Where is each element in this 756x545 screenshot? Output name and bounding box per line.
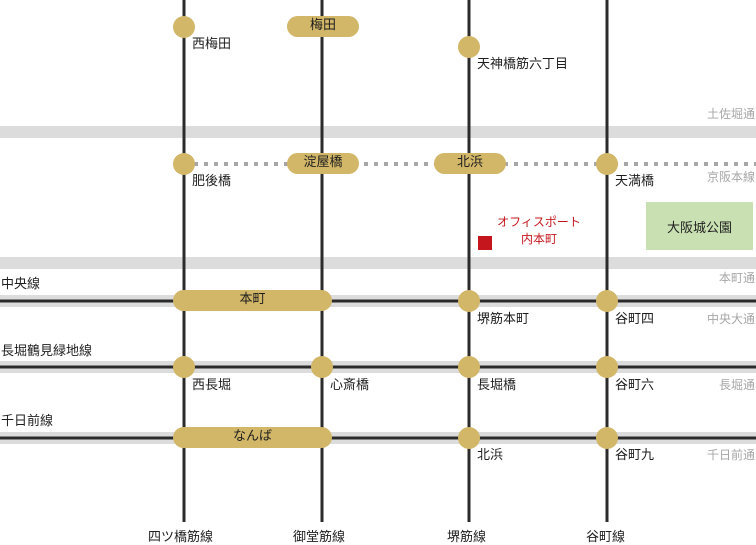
- nagahori-line: [0, 361, 756, 373]
- station-honmachi-label: 本町: [239, 292, 266, 307]
- sakaisuji-line-label: 堺筋線: [447, 530, 487, 545]
- station-tenmabashi-dot: [596, 153, 618, 175]
- station-kitahama-bottom-dot: [458, 427, 480, 449]
- tosabori-street-band: [0, 126, 756, 138]
- sennichimae-street-label: 千日前通: [706, 448, 755, 462]
- sennichimae-line-label: 千日前線: [1, 414, 54, 429]
- station-sakaisuji-honmachi-label: 堺筋本町: [477, 312, 530, 327]
- chuo-odori-street-label: 中央大通: [706, 312, 755, 326]
- keihan-line-label: 京阪本線: [706, 170, 755, 184]
- station-umeda-pill: [287, 16, 359, 37]
- station-tanimachi-6-label: 谷町六: [615, 378, 655, 393]
- station-shinsaibashi-label: 心斎橋: [330, 378, 370, 393]
- station-yodoyabashi-pill: [287, 153, 359, 174]
- station-nishi-nagahori-label: 西長堀: [192, 378, 232, 393]
- station-higobashi-dot: [173, 153, 195, 175]
- tosabori-street-label: 土佐堀通: [706, 107, 755, 121]
- midosuji-line-label: 御堂筋線: [293, 530, 346, 545]
- sennichimae-line: [0, 432, 756, 444]
- station-nishi-umeda-label: 西梅田: [192, 37, 232, 52]
- osaka-castle-park: 大阪城公園: [646, 202, 753, 250]
- station-tenjinbashi-label: 天神橋筋六丁目: [477, 57, 569, 72]
- honmachi-street-band: [0, 257, 756, 269]
- station-higobashi-label: 肥後橋: [192, 174, 232, 189]
- station-yodoyabashi-label: 淀屋橋: [303, 155, 343, 170]
- chuo-line: [0, 295, 756, 307]
- station-kitahama-bottom-label: 北浜: [477, 448, 504, 463]
- office-name-line2: 内本町: [520, 232, 557, 246]
- station-shinsaibashi-dot: [311, 356, 333, 378]
- station-namba-pill: [173, 427, 332, 448]
- station-nishi-nagahori-dot: [173, 356, 195, 378]
- office-name-line1: オフィスポート: [497, 215, 581, 229]
- station-tanimachi-4-dot: [596, 290, 618, 312]
- station-nagahoribashi-dot: [458, 356, 480, 378]
- office-marker: [478, 236, 492, 250]
- station-sakaisuji-honmachi-dot: [458, 290, 480, 312]
- station-nagahoribashi-label: 長堀橋: [477, 378, 517, 393]
- station-tanimachi-4-label: 谷町四: [615, 312, 655, 327]
- yotsubashi-line-label: 四ツ橋筋線: [148, 530, 214, 545]
- chuo-line-label: 中央線: [1, 277, 41, 292]
- station-tenjinbashi-dot: [458, 36, 480, 58]
- office-label: オフィスポート 内本町: [490, 214, 588, 248]
- station-tanimachi-9-label: 谷町九: [615, 448, 655, 463]
- station-kitahama-top-pill: [434, 153, 506, 174]
- station-nishi-umeda-dot: [173, 16, 195, 38]
- station-namba-label: なんば: [232, 429, 272, 444]
- station-tanimachi-9-dot: [596, 427, 618, 449]
- station-honmachi-pill: [173, 290, 332, 311]
- station-tenmabashi-label: 天満橋: [615, 174, 655, 189]
- station-kitahama-top-label: 北浜: [456, 155, 483, 170]
- tanimachi-line-label: 谷町線: [586, 530, 626, 545]
- nagahori-line-label: 長堀鶴見緑地線: [1, 344, 93, 359]
- honmachi-street-label: 本町通: [718, 271, 755, 285]
- nagahori-street-label: 長堀通: [718, 378, 755, 392]
- station-umeda-label: 梅田: [309, 18, 336, 33]
- station-tanimachi-6-dot: [596, 356, 618, 378]
